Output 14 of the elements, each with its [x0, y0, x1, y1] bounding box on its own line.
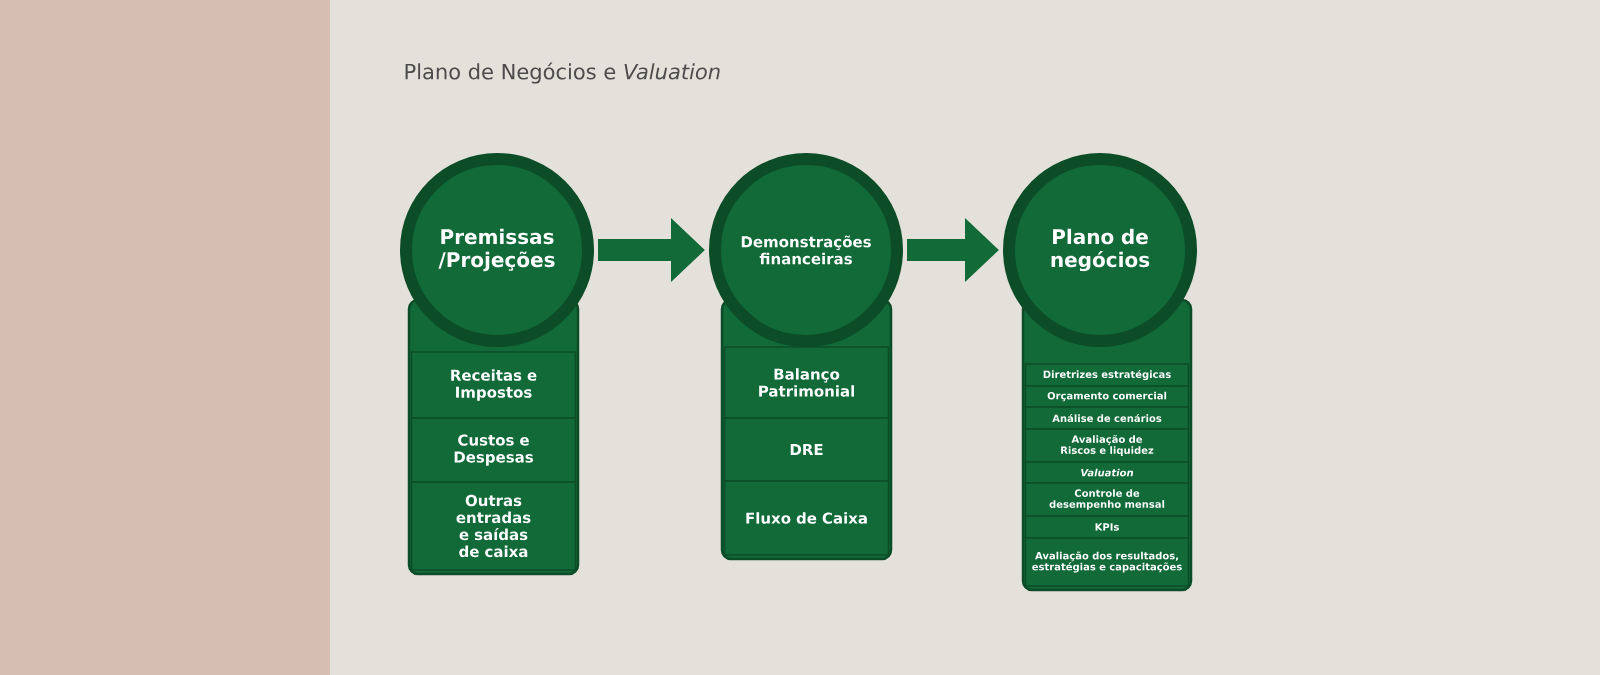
list-item: Orçamento comercial — [1024, 385, 1190, 408]
list-item: Valuation — [1024, 461, 1190, 484]
list-item: Custos e Despesas — [410, 417, 577, 483]
list-item: Balanço Patrimonial — [723, 346, 890, 419]
title: Plano de Negócios e Valuation — [405, 62, 720, 84]
list-item: Receitas e Impostos — [410, 351, 577, 419]
list-item: Fluxo de Caixa — [723, 480, 890, 556]
list-item: Análise de cenários — [1024, 406, 1190, 430]
list-item: Diretrizes estratégicas — [1024, 363, 1190, 387]
list-item: DRE — [723, 417, 890, 482]
list-item: Outras entradas e saídas de caixa — [410, 481, 577, 571]
list-item: KPIs — [1024, 515, 1190, 539]
list-item: Avaliação de Riscos e liquidez — [1024, 428, 1190, 463]
list-item: Controle de desempenho mensal — [1024, 482, 1190, 517]
